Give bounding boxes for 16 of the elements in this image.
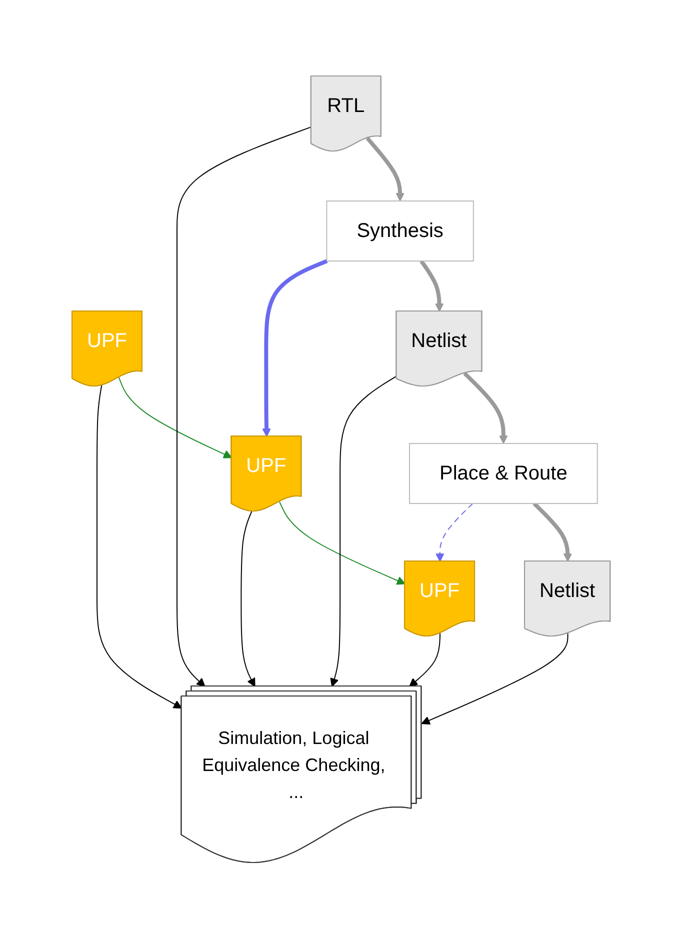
arrow — [436, 502, 474, 562]
arrow — [410, 632, 441, 687]
arrow — [533, 502, 572, 562]
arrow — [241, 510, 256, 687]
arrow — [422, 632, 569, 724]
arrow — [464, 372, 508, 444]
arrow — [366, 136, 405, 202]
arrow — [176, 126, 312, 687]
arrow — [262, 258, 328, 437]
arrow — [420, 260, 444, 312]
arrow — [279, 501, 406, 584]
arrow — [118, 376, 233, 458]
node-box: Place & Route — [409, 442, 598, 504]
arrow — [96, 384, 183, 708]
node-box: Synthesis — [326, 200, 474, 262]
arrow — [330, 375, 398, 687]
